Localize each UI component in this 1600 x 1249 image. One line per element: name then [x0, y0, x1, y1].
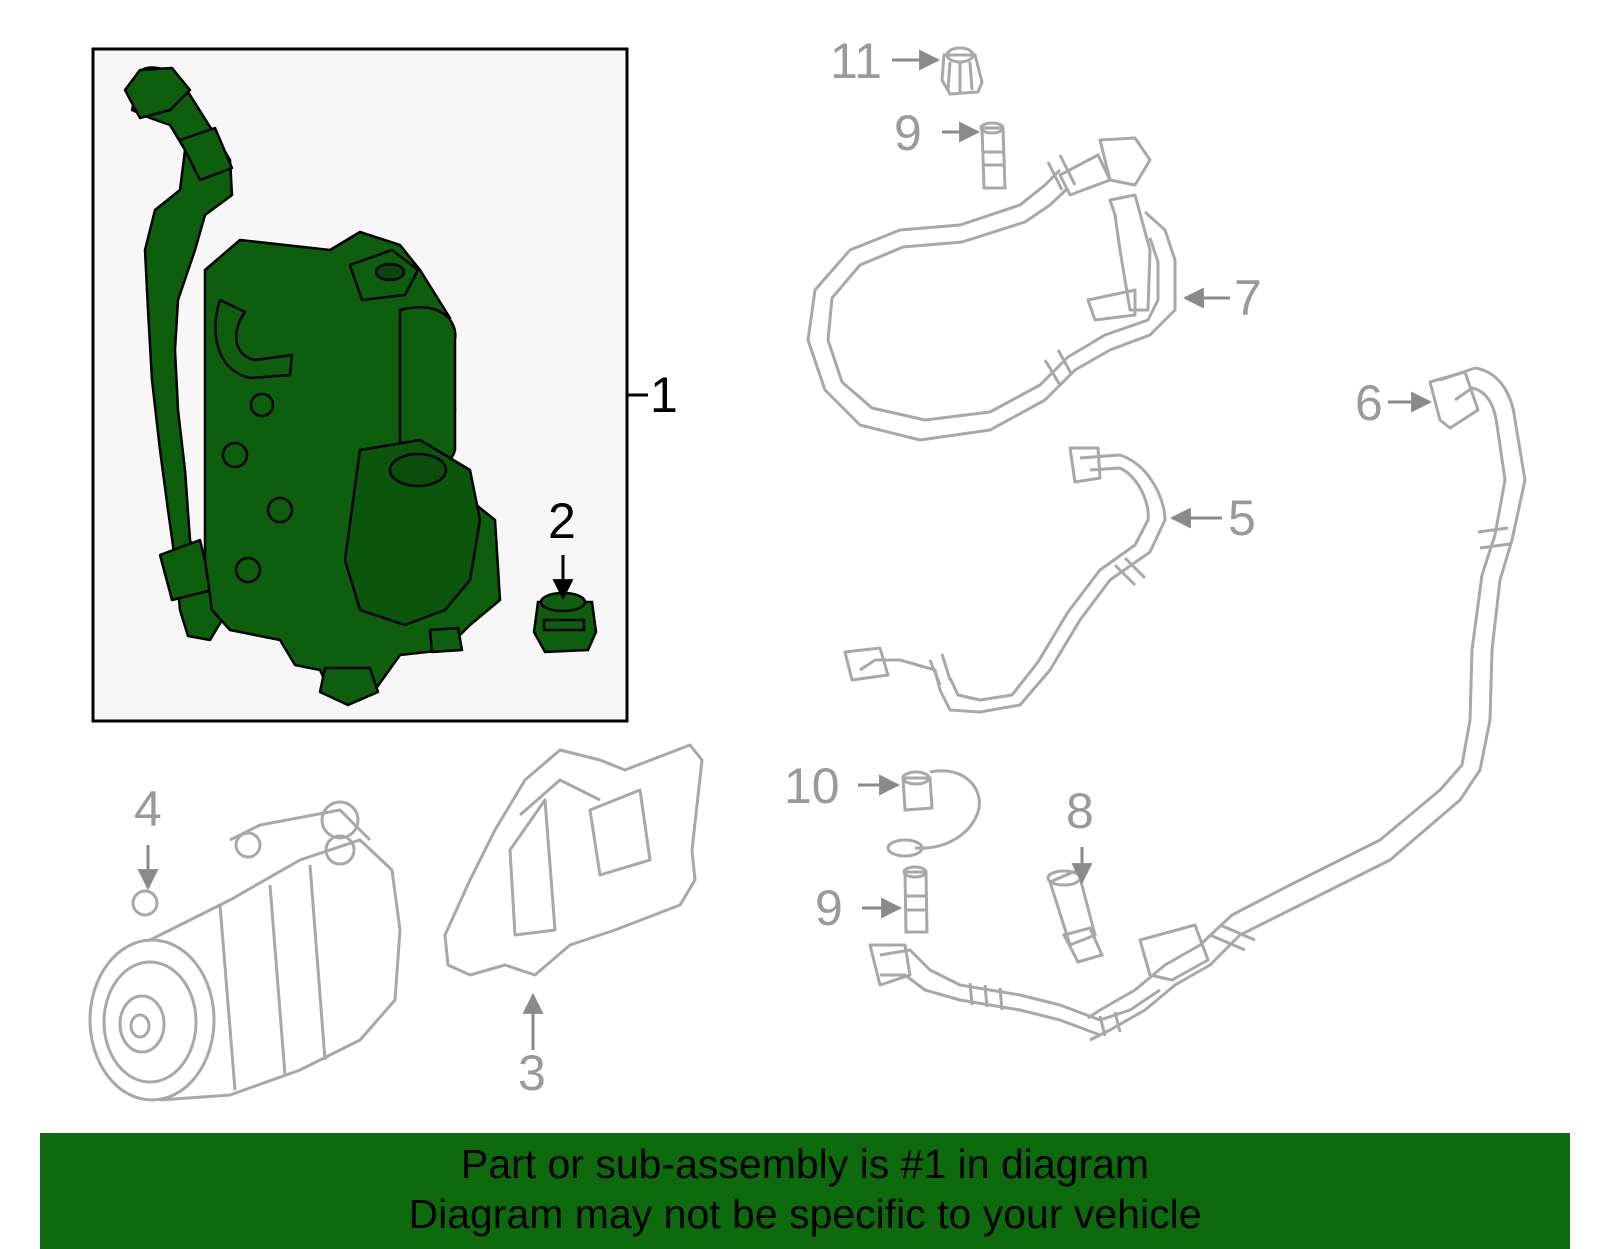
part-3-bracket[interactable] — [443, 743, 704, 977]
part-10-cap[interactable] — [886, 769, 981, 858]
callout-5: 5 — [1228, 490, 1256, 546]
part-4-compressor[interactable] — [88, 800, 402, 1102]
callout-4: 4 — [134, 781, 162, 837]
lower-hose[interactable] — [868, 943, 1161, 1037]
part-11-cap[interactable] — [940, 46, 984, 96]
part-1-assembly[interactable] — [123, 66, 502, 707]
part-6-hose[interactable] — [1087, 366, 1527, 1042]
callout-9b: 9 — [815, 880, 843, 936]
part-7-hose[interactable] — [806, 136, 1177, 442]
callout-8: 8 — [1066, 783, 1094, 839]
callout-10: 10 — [784, 758, 840, 814]
banner-line-2: Diagram may not be specific to your vehi… — [408, 1191, 1202, 1237]
callout-3: 3 — [518, 1045, 546, 1101]
callout-1: 1 — [650, 367, 678, 423]
callout-11: 11 — [830, 33, 882, 89]
part-8-sensor[interactable] — [1046, 867, 1105, 964]
callout-7: 7 — [1234, 270, 1262, 326]
banner-line-1: Part or sub-assembly is #1 in diagram — [460, 1141, 1150, 1187]
part-9-fitting-bottom[interactable] — [902, 865, 929, 934]
info-banner: Part or sub-assembly is #1 in diagram Di… — [40, 1133, 1570, 1249]
callout-6: 6 — [1355, 375, 1383, 431]
part-5-hose[interactable] — [843, 446, 1167, 714]
part-9-fitting-top[interactable] — [979, 121, 1007, 190]
callout-2: 2 — [548, 493, 576, 549]
callout-9a: 9 — [894, 105, 922, 161]
part-2-cap[interactable] — [532, 591, 598, 654]
